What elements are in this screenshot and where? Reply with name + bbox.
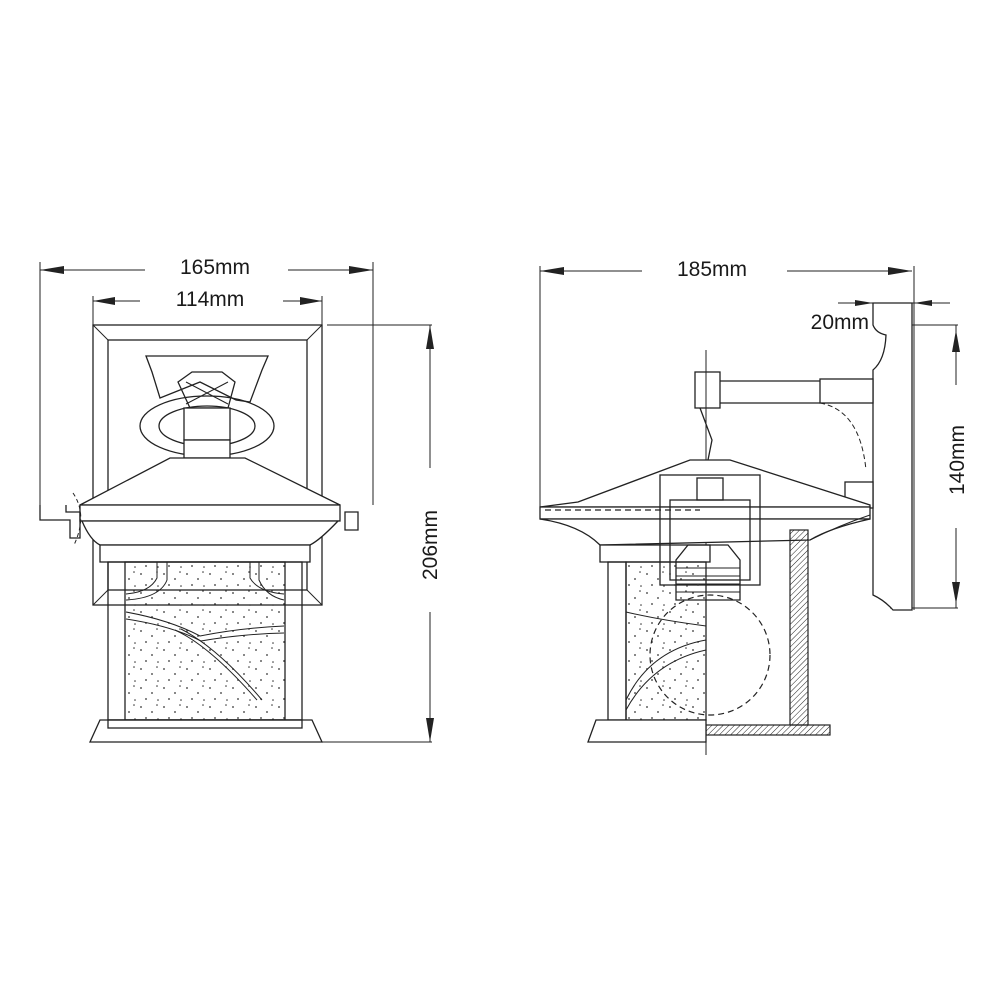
side-view: 185mm 140mm bbox=[539, 258, 969, 755]
roof bbox=[39, 457, 359, 546]
dimension-label-165mm: 165mm bbox=[180, 256, 250, 279]
front-view: 165mm 114mm 206mm bbox=[39, 256, 442, 743]
lamp-socket bbox=[659, 474, 761, 601]
dimension-overall-height bbox=[322, 324, 434, 743]
dimension-label-185mm: 185mm bbox=[677, 258, 747, 281]
dimension-label-140mm: 140mm bbox=[946, 425, 969, 495]
dimension-label-206mm: 206mm bbox=[419, 510, 442, 580]
backplate bbox=[92, 324, 323, 606]
base-side bbox=[587, 719, 707, 743]
lantern-body bbox=[107, 561, 303, 721]
base bbox=[88, 719, 324, 743]
bulb-outline bbox=[649, 594, 771, 716]
dimension-label-20mm: 20mm bbox=[811, 311, 869, 334]
dimension-overall-width bbox=[39, 262, 374, 505]
section-base bbox=[705, 724, 831, 736]
collar bbox=[99, 544, 311, 563]
roof-side bbox=[539, 459, 871, 563]
lantern-body-side bbox=[607, 514, 871, 736]
dimension-overall-depth bbox=[539, 266, 915, 610]
backplate-side bbox=[872, 302, 913, 611]
dimension-backplate-width bbox=[92, 296, 323, 325]
dimension-label-114mm: 114mm bbox=[176, 288, 244, 311]
bracket-ornament bbox=[139, 355, 275, 459]
section-wall bbox=[789, 529, 809, 726]
dimension-backplate-thickness bbox=[838, 300, 950, 306]
